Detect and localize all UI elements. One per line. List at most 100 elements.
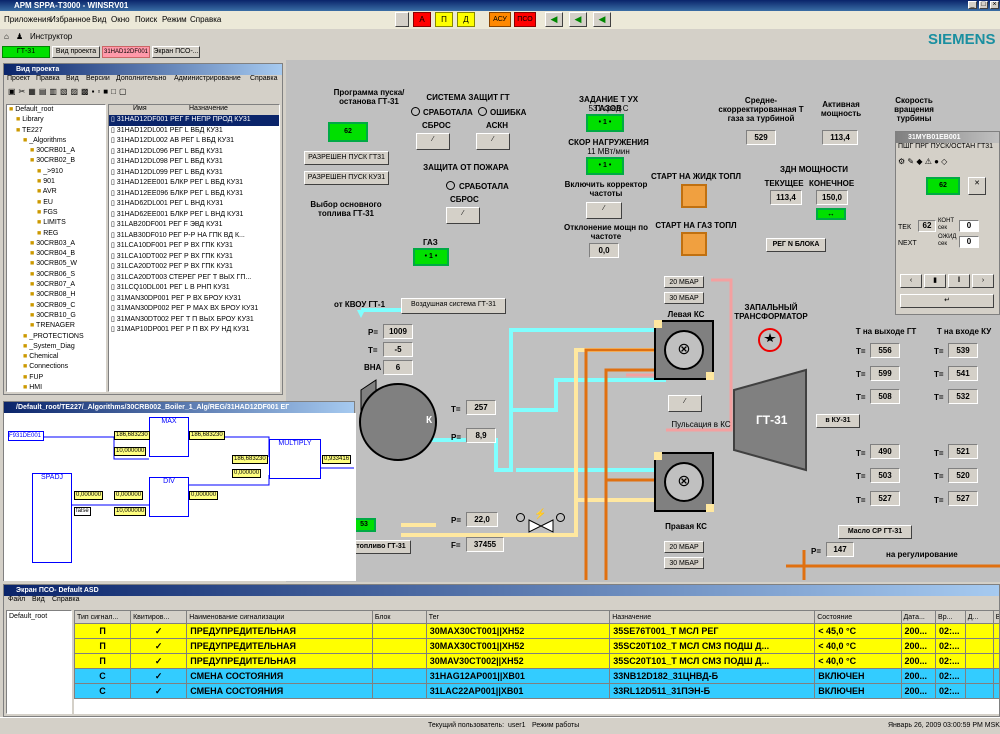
alarm-col-header[interactable]: Тег bbox=[425, 610, 611, 624]
tree-item[interactable]: ■ 30CRB01_A bbox=[7, 146, 105, 156]
pv-menu-edit[interactable]: Правка bbox=[36, 75, 60, 82]
popup-stop-button[interactable]: ▮ bbox=[924, 274, 946, 288]
tag-list-item[interactable]: ▯ 31LCQ10DL001 РЕГ L В РНП КУ31 bbox=[109, 283, 279, 294]
alarm-col-header[interactable]: Врем... bbox=[992, 610, 999, 624]
div-block[interactable]: DIV bbox=[149, 477, 189, 517]
tree-item[interactable]: ■ AVR bbox=[7, 187, 105, 197]
pv-menu-admin[interactable]: Администрирование bbox=[174, 75, 241, 82]
tree-item[interactable]: ■ LIMITS bbox=[7, 218, 105, 228]
network-icon[interactable] bbox=[395, 12, 409, 27]
pso-menu-help[interactable]: Справка bbox=[52, 596, 80, 603]
to-ku-button[interactable]: в КУ-31 bbox=[816, 414, 860, 428]
tag-list-item[interactable]: ▯ 31HAD62EE001 БЛКР РЕГ L ВНД КУ31 bbox=[109, 210, 279, 221]
tree-item[interactable]: ■ 30CRB04_B bbox=[7, 249, 105, 259]
users-icon[interactable]: ♟ bbox=[16, 32, 24, 41]
popup-kont-value[interactable]: 0 bbox=[959, 220, 979, 232]
tag-list-item[interactable]: ▯ 31MAN30DP001 РЕГ Р ВХ БРОУ КУ31 bbox=[109, 294, 279, 305]
tree-item[interactable]: ■ 30CRB09_C bbox=[7, 301, 105, 311]
col-name[interactable]: Имя bbox=[133, 105, 147, 112]
menu-help[interactable]: Справка bbox=[190, 15, 222, 24]
menu-view[interactable]: Вид bbox=[92, 15, 107, 24]
status-pso-button[interactable]: ПСО bbox=[514, 12, 536, 27]
status-p-button[interactable]: П bbox=[435, 12, 453, 27]
tree-item[interactable]: ■ 30CRB10_G bbox=[7, 311, 105, 321]
alarm-col-header[interactable]: Наименование сигнализации bbox=[186, 610, 373, 624]
freq-corr-button[interactable]: ⁄ bbox=[586, 202, 622, 219]
popup-value[interactable]: 62 bbox=[926, 177, 960, 195]
tag-list-item[interactable]: ▯ 31MAN30DP002 РЕГ Р МАХ ВХ БРОУ КУ31 bbox=[109, 304, 279, 315]
fup-input-tag[interactable]: F931DE001 bbox=[8, 431, 44, 441]
alarm-col-header[interactable]: Тип сигнал... bbox=[74, 610, 132, 624]
pv-menu-view[interactable]: Вид bbox=[66, 75, 79, 82]
allow-start-gt[interactable]: РАЗРЕШЕН ПУСК ГТ31 bbox=[304, 151, 389, 165]
instructor-label[interactable]: Инструктор bbox=[30, 32, 73, 41]
tree-item[interactable]: ■ FUP bbox=[7, 373, 105, 383]
tab-project-view[interactable]: Вид проекта bbox=[52, 46, 100, 58]
alarm-col-header[interactable]: Состояние bbox=[814, 610, 902, 624]
menu-search[interactable]: Поиск bbox=[135, 15, 158, 24]
right-ks-chamber[interactable]: ⊗ bbox=[654, 452, 714, 512]
fuel-gt-button[interactable]: топливо ГТ-31 bbox=[351, 540, 411, 554]
pv-menu-extra[interactable]: Дополнительно bbox=[116, 75, 167, 82]
tag-list-item[interactable]: ▯ 31HAD12DF001 РЕГ F НЕПР ПРОД КУ31 bbox=[109, 115, 279, 126]
alarm-col-header[interactable]: Д... bbox=[964, 610, 994, 624]
max-block[interactable]: MAX bbox=[149, 417, 189, 457]
multiply-block[interactable]: MULTIPLY bbox=[269, 439, 321, 479]
tree-item[interactable]: ■ 901 bbox=[7, 177, 105, 187]
tree-item[interactable]: ■ TE227 bbox=[7, 126, 105, 136]
status-d-button[interactable]: Д bbox=[457, 12, 475, 27]
gas-button[interactable]: • 1 • bbox=[413, 248, 449, 266]
air-system-button[interactable]: Воздушная система ГТ-31 bbox=[401, 298, 506, 314]
popup-prev-button[interactable]: ‹ bbox=[900, 274, 922, 288]
tree-item[interactable]: ■ 30CRB07_A bbox=[7, 280, 105, 290]
sound-icon[interactable]: ◀ bbox=[545, 12, 563, 27]
tree-item[interactable]: ■ _PROTECTIONS bbox=[7, 332, 105, 342]
tree-item[interactable]: ■ 30CRB02_B bbox=[7, 156, 105, 166]
popup-enter-button[interactable]: ↵ bbox=[900, 294, 994, 308]
tab-pso-screen[interactable]: Экран ПСО-... bbox=[152, 46, 200, 58]
tree-item[interactable]: ■ EU bbox=[7, 198, 105, 208]
tag-list-item[interactable]: ▯ 31HAD12DL099 РЕГ L ВБД КУ31 bbox=[109, 168, 279, 179]
pv-menu-help[interactable]: Справка bbox=[250, 75, 278, 82]
prot-ack-button[interactable]: ⁄ bbox=[476, 133, 510, 150]
tag-list-item[interactable]: ▯ 31HAD62DL001 РЕГ L ВНД КУ31 bbox=[109, 199, 279, 210]
popup-next-button[interactable]: › bbox=[972, 274, 994, 288]
tree-item[interactable]: ■ _>910 bbox=[7, 167, 105, 177]
popup-pause-button[interactable]: ‖ bbox=[948, 274, 970, 288]
speaker-icon[interactable]: ◀ bbox=[593, 12, 611, 27]
menu-apps[interactable]: Приложения bbox=[4, 15, 51, 24]
pso-tree-root[interactable]: Default_root bbox=[9, 613, 48, 620]
prog-value[interactable]: 62 bbox=[328, 122, 368, 142]
tree-item[interactable]: ■ 30CRB03_A bbox=[7, 239, 105, 249]
tree-item[interactable]: ■ Chemical bbox=[7, 352, 105, 362]
tab-31had12df001[interactable]: 31HAD12DF001 bbox=[102, 46, 150, 58]
tag-list-item[interactable]: ▯ 31HAD12DL001 РЕГ L ВБД КУ31 bbox=[109, 126, 279, 137]
alarm-col-header[interactable]: Блок bbox=[371, 610, 427, 624]
tree-item[interactable]: ■ HMI bbox=[7, 383, 105, 391]
oil-button[interactable]: Масло СР ГТ-31 bbox=[838, 525, 912, 539]
tag-list-item[interactable]: ▯ 31LCA20DT002 РЕГ Р ВХ ГПК КУ31 bbox=[109, 262, 279, 273]
fuel-value-box[interactable]: 53 bbox=[352, 518, 376, 532]
gas-start-button[interactable] bbox=[681, 232, 707, 256]
tag-list-item[interactable]: ▯ 31HAD12DL096 РЕГ L ВБД КУ31 bbox=[109, 147, 279, 158]
project-toolbar[interactable]: ▣✂▦▤▥▧▨▩▪▫■□▢ bbox=[8, 87, 130, 96]
tree-item[interactable]: ■ TRENAGER bbox=[7, 321, 105, 331]
tag-list-item[interactable]: ▯ 31LAB20DF001 РЕГ F ЭВД КУ31 bbox=[109, 220, 279, 231]
exhaust-task-button[interactable]: • 1 • bbox=[586, 114, 624, 132]
menu-favorites[interactable]: Избранное bbox=[50, 15, 91, 24]
tag-list-item[interactable]: ▯ 31MAN30DT002 РЕГ Т П ВЫХ БРОУ КУ31 bbox=[109, 315, 279, 326]
tree-item[interactable]: ■ _Algorithms bbox=[7, 136, 105, 146]
tag-list-item[interactable]: ▯ 31MAP10DP001 РЕГ Р П ВХ РУ НД КУ31 bbox=[109, 325, 279, 336]
home-icon[interactable]: ⌂ bbox=[4, 32, 9, 41]
status-a-button[interactable]: А bbox=[413, 12, 431, 27]
alarm-col-header[interactable]: Вр... bbox=[935, 610, 966, 624]
ignition-transformer-icon[interactable] bbox=[758, 328, 782, 352]
close-button[interactable]: × bbox=[990, 1, 999, 9]
tree-item[interactable]: ■ _System_Diag bbox=[7, 342, 105, 352]
power-final-value[interactable]: 150,0 bbox=[816, 190, 848, 205]
